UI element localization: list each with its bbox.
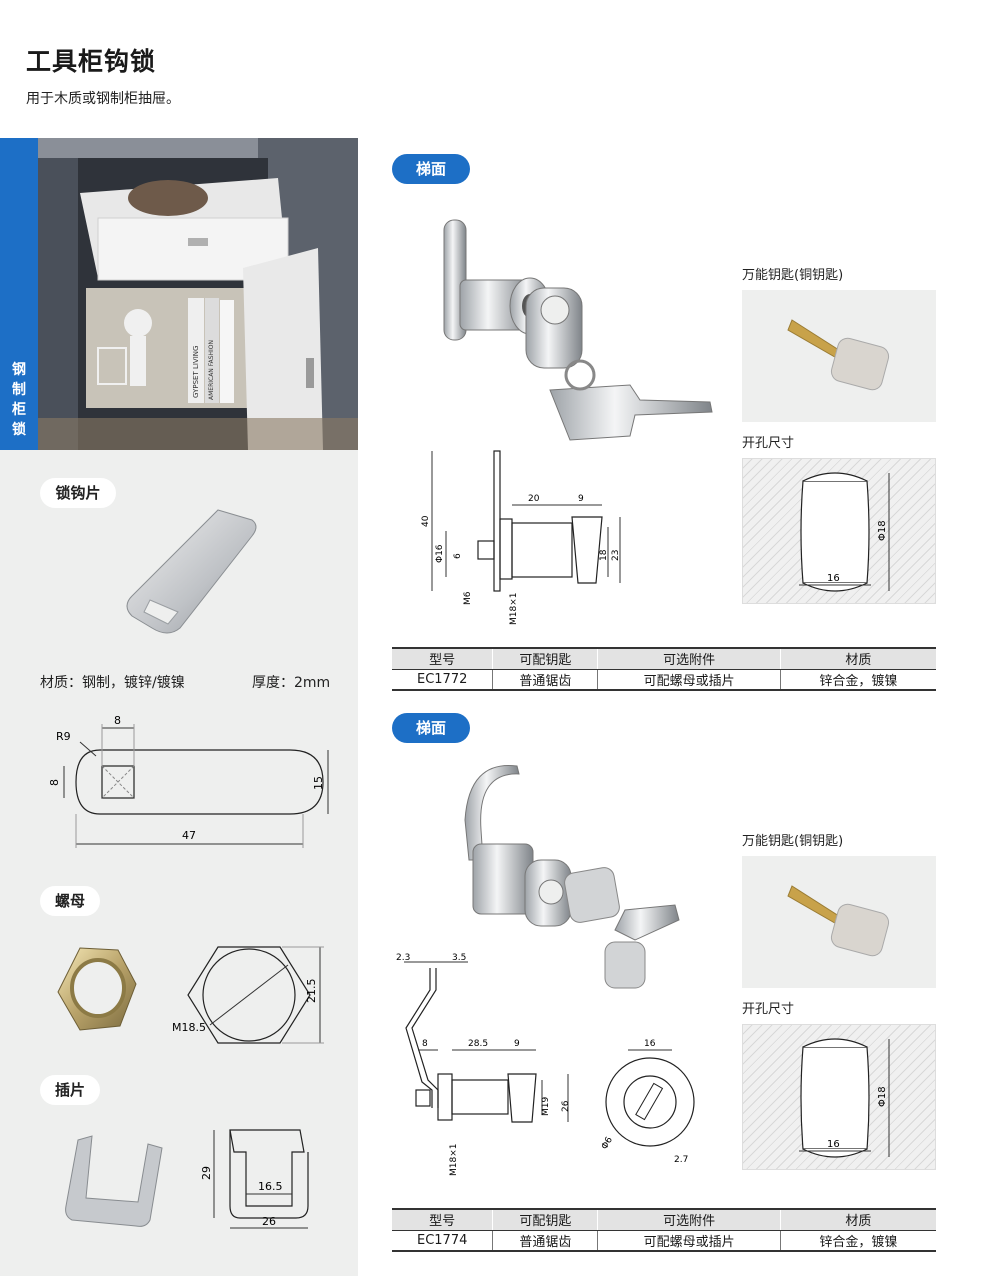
p2-dim-e: 9 [514,1039,520,1049]
dim-length: 47 [182,829,196,842]
clip-drawing: 29 16.5 26 [200,1129,309,1229]
side-label: 钢制柜锁 [12,362,26,438]
table-row: EC1772 普通锯齿 可配螺母或插片 锌合金，镀镍 [392,669,936,691]
table-header: 材质 [779,1208,936,1231]
product2-hole-diagram: Φ18 16 [742,1024,936,1170]
nut-dim-across: 21.5 [305,979,318,1004]
p1-dim-b: 9 [578,494,584,504]
product1-drawing: 20 9 40 Φ16 6 M6 M18×1 18 23 [421,450,621,625]
hook-plate-tag: 锁钩片 [40,478,116,508]
p1-dim-e: 6 [453,553,463,559]
product2-drawing: 2.3 3.5 8 28.5 9 M19 26 M18×1 16 Φ6 2.7 [396,953,695,1176]
product2-key-photo [742,856,936,988]
p1-dim-h: 18 [599,549,609,561]
table-header: 可选附件 [597,647,781,670]
p2-dim-j: Φ6 [600,1135,615,1151]
product1-spec-table: 型号 可配钥匙 可选附件 材质 EC1772 普通锯齿 可配螺母或插片 锌合金，… [392,647,936,691]
table-header: 型号 [392,647,493,670]
model-cell: EC1772 [392,669,493,691]
book-spine-2: AMERICAN FASHION [208,340,215,400]
clip-tag: 插片 [40,1075,100,1105]
book-spine-1: GYPSET LIVING [192,346,200,398]
p2-dim-a: 2.3 [396,953,410,963]
nut-drawing: 21.5 M18.5 [172,946,324,1044]
nut-tag: 螺母 [40,886,100,916]
table-header: 可选附件 [597,1208,781,1231]
p1-dim-i: 23 [611,550,621,561]
dim-h-left: 8 [48,779,61,786]
product2-photo [464,764,680,989]
product1-tag: 梯面 [392,154,470,184]
product1-key-label: 万能钥匙(铜钥匙) [742,268,844,283]
clip-dim-outer: 26 [262,1215,276,1228]
hook-plate-photo [126,509,257,634]
model-cell: EC1774 [392,1230,493,1252]
accessory-cell: 可配螺母或插片 [597,1230,781,1252]
hook-plate-thickness: 厚度：2mm [252,675,331,691]
table-row: EC1774 普通锯齿 可配螺母或插片 锌合金，镀镍 [392,1230,936,1252]
p2-dim-g: 26 [561,1100,571,1112]
p2-hole-dia: Φ18 [877,1086,888,1107]
p2-dim-c: 8 [422,1039,428,1049]
product1-photo [443,219,713,441]
material-cell: 锌合金，镀镍 [779,1230,936,1252]
key-cell: 普通锯齿 [492,1230,598,1252]
p1-hole-flat: 16 [827,573,840,584]
page-subtitle: 用于木质或钢制柜抽屉。 [26,91,180,107]
clip-dim-height: 29 [200,1166,213,1180]
p2-dim-h: M18×1 [449,1144,459,1176]
dim-radius: R9 [56,730,71,743]
p2-dim-b: 3.5 [452,953,466,963]
nut-photo [57,947,137,1031]
dim-w-top: 8 [114,714,121,727]
p1-dim-g: M18×1 [509,593,519,625]
product2-key-label: 万能钥匙(铜钥匙) [742,834,844,849]
p2-dim-d: 28.5 [468,1039,488,1049]
material-cell: 锌合金，镀镍 [779,669,936,691]
table-header: 型号 [392,1208,493,1231]
p1-dim-a: 20 [528,494,540,504]
page-title: 工具柜钩锁 [26,47,157,76]
product2-spec-table: 型号 可配钥匙 可选附件 材质 EC1774 普通锯齿 可配螺母或插片 锌合金，… [392,1208,936,1252]
p1-hole-dia: Φ18 [877,520,888,541]
dim-h-right: 15 [312,776,325,790]
side-band: 钢制柜锁 [0,138,38,450]
product1-hole-label: 开孔尺寸 [742,436,795,451]
product2-hole-label: 开孔尺寸 [742,1002,795,1017]
p2-dim-f: M19 [541,1097,551,1116]
accessory-cell: 可配螺母或插片 [597,669,781,691]
key-cell: 普通锯齿 [492,669,598,691]
hook-plate-drawing: 8 R9 8 15 47 [48,714,329,848]
cabinet-photo: GYPSET LIVING AMERICAN FASHION [38,138,358,450]
hook-plate-material: 材质：钢制，镀锌/镀镍 [40,675,185,691]
product1-key-photo [742,290,936,422]
clip-dim-inner: 16.5 [258,1180,283,1193]
p2-dim-k: 2.7 [674,1155,688,1165]
product2-tag: 梯面 [392,713,470,743]
p1-dim-f: M6 [463,591,473,605]
p2-hole-flat: 16 [827,1139,840,1150]
p1-dim-d: Φ16 [435,544,445,563]
p2-dim-i: 16 [644,1039,656,1049]
product1-hole-diagram: Φ18 16 [742,458,936,604]
table-header: 可配钥匙 [492,1208,598,1231]
clip-photo [65,1135,163,1227]
nut-dim-thread: M18.5 [172,1021,206,1034]
table-header: 可配钥匙 [492,647,598,670]
p1-dim-c: 40 [421,515,431,527]
table-header: 材质 [779,647,936,670]
